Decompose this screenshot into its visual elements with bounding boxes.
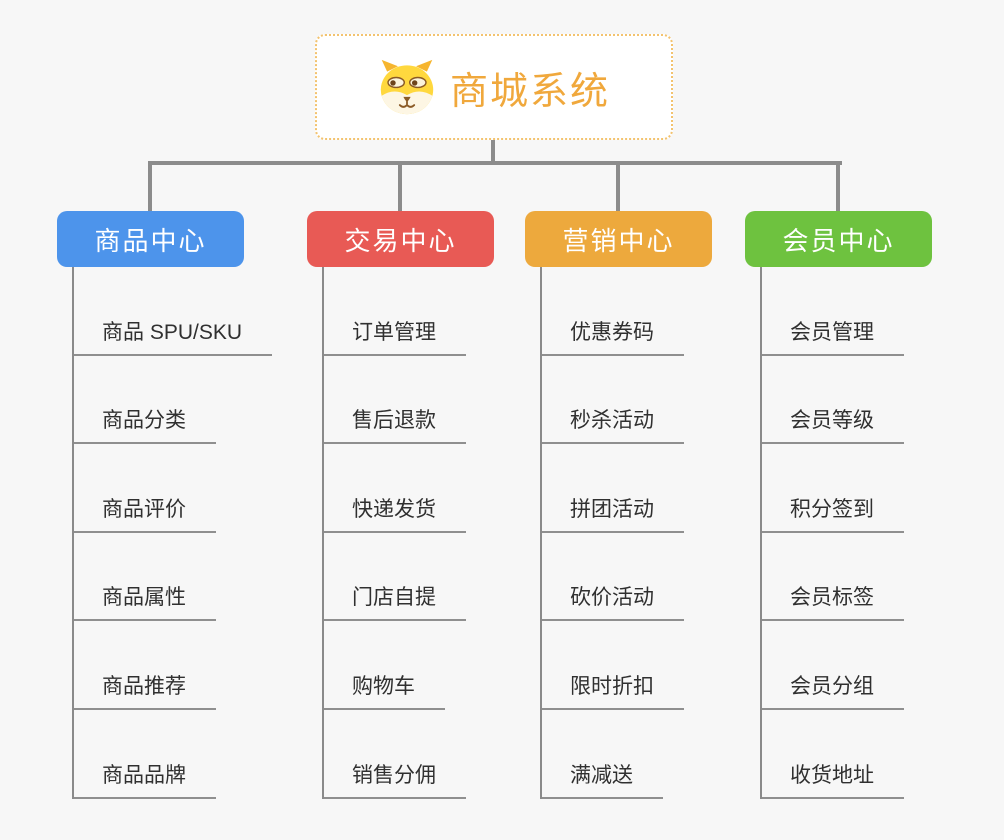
branch-children: 会员管理 会员等级 积分签到 会员标签 会员分组 收货地址 <box>745 267 932 799</box>
leaf-node: 满减送 <box>525 710 712 799</box>
leaf-node: 秒杀活动 <box>525 356 712 445</box>
branch-children: 订单管理 售后退款 快递发货 门店自提 购物车 销售分佣 <box>307 267 494 799</box>
branch-label: 营销中心 <box>562 225 675 256</box>
leaf-label[interactable]: 销售分佣 <box>322 759 466 799</box>
leaf-node: 收货地址 <box>745 710 932 799</box>
connector-branch-stem-3 <box>616 161 620 211</box>
dog-face-icon <box>380 59 434 115</box>
branch-children: 优惠券码 秒杀活动 拼团活动 砍价活动 限时折扣 满减送 <box>525 267 712 799</box>
leaf-label[interactable]: 商品 SPU/SKU <box>72 316 273 356</box>
leaf-node: 优惠券码 <box>525 267 712 356</box>
connector-main-horizontal <box>148 161 842 165</box>
leaf-label[interactable]: 商品品牌 <box>72 759 216 799</box>
leaf-label[interactable]: 商品分类 <box>72 404 216 445</box>
leaf-node: 销售分佣 <box>307 710 494 799</box>
leaf-label[interactable]: 售后退款 <box>322 404 466 445</box>
leaf-node: 积分签到 <box>745 444 932 533</box>
leaf-label[interactable]: 订单管理 <box>322 316 466 356</box>
leaf-node: 限时折扣 <box>525 621 712 710</box>
leaf-node: 商品推荐 <box>57 621 244 710</box>
branch-product-center: 商品中心 商品 SPU/SKU 商品分类 商品评价 商品属性 商品推荐 商品品牌 <box>57 211 273 799</box>
leaf-node: 门店自提 <box>307 533 494 622</box>
leaf-label[interactable]: 满减送 <box>540 759 663 799</box>
connector-root-stem <box>491 140 495 163</box>
leaf-node: 售后退款 <box>307 356 494 445</box>
leaf-label[interactable]: 会员管理 <box>760 316 904 356</box>
branch-trade-center: 交易中心 订单管理 售后退款 快递发货 门店自提 购物车 销售分佣 <box>307 211 494 799</box>
branch-children: 商品 SPU/SKU 商品分类 商品评价 商品属性 商品推荐 商品品牌 <box>57 267 273 799</box>
leaf-node: 拼团活动 <box>525 444 712 533</box>
branch-label: 商品中心 <box>94 225 207 256</box>
leaf-label[interactable]: 会员分组 <box>760 670 904 710</box>
leaf-label[interactable]: 商品属性 <box>72 581 216 622</box>
connector-branch-stem-1 <box>148 161 152 211</box>
leaf-node: 购物车 <box>307 621 494 710</box>
branch-header-marketing[interactable]: 营销中心 <box>525 211 712 267</box>
leaf-node: 商品分类 <box>57 356 244 445</box>
leaf-label[interactable]: 秒杀活动 <box>540 404 684 445</box>
branch-member-center: 会员中心 会员管理 会员等级 积分签到 会员标签 会员分组 收货地址 <box>745 211 932 799</box>
leaf-label[interactable]: 收货地址 <box>760 759 904 799</box>
connector-branch-stem-2 <box>398 161 402 211</box>
leaf-node: 会员管理 <box>745 267 932 356</box>
leaf-label[interactable]: 商品推荐 <box>72 670 216 710</box>
branch-label: 会员中心 <box>782 225 895 256</box>
leaf-node: 商品属性 <box>57 533 244 622</box>
leaf-node: 商品评价 <box>57 444 244 533</box>
leaf-label[interactable]: 会员标签 <box>760 581 904 622</box>
leaf-label[interactable]: 快递发货 <box>322 493 466 533</box>
branch-label: 交易中心 <box>344 225 457 256</box>
connector-branch-stem-4 <box>836 161 840 211</box>
leaf-label[interactable]: 积分签到 <box>760 493 904 533</box>
leaf-node: 商品 SPU/SKU <box>57 267 273 356</box>
leaf-label[interactable]: 购物车 <box>322 670 445 710</box>
leaf-label[interactable]: 砍价活动 <box>540 581 684 622</box>
leaf-node: 砍价活动 <box>525 533 712 622</box>
branch-marketing-center: 营销中心 优惠券码 秒杀活动 拼团活动 砍价活动 限时折扣 满减送 <box>525 211 712 799</box>
leaf-node: 快递发货 <box>307 444 494 533</box>
leaf-label[interactable]: 限时折扣 <box>540 670 684 710</box>
root-label: 商城系统 <box>449 70 610 113</box>
leaf-node: 会员分组 <box>745 621 932 710</box>
leaf-node: 会员标签 <box>745 533 932 622</box>
leaf-node: 商品品牌 <box>57 710 244 799</box>
leaf-label[interactable]: 优惠券码 <box>540 316 684 356</box>
leaf-label[interactable]: 会员等级 <box>760 404 904 445</box>
branch-header-member[interactable]: 会员中心 <box>745 211 932 267</box>
root-node[interactable]: 商城系统 <box>315 34 673 140</box>
leaf-label[interactable]: 拼团活动 <box>540 493 684 533</box>
leaf-label[interactable]: 门店自提 <box>322 581 466 622</box>
leaf-label[interactable]: 商品评价 <box>72 493 216 533</box>
branch-header-product[interactable]: 商品中心 <box>57 211 244 267</box>
leaf-node: 订单管理 <box>307 267 494 356</box>
leaf-node: 会员等级 <box>745 356 932 445</box>
branch-header-trade[interactable]: 交易中心 <box>307 211 494 267</box>
